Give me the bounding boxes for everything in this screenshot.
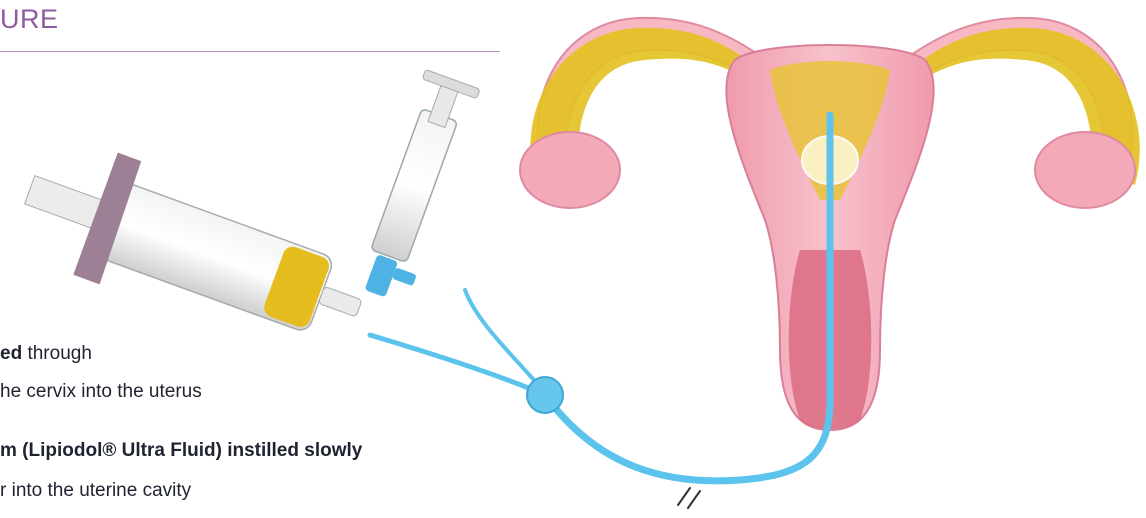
left-ovary [520, 132, 620, 208]
step-2-line: m (Lipiodol® Ultra Fluid) instilled slow… [0, 440, 362, 462]
small-syringe-barrel [371, 109, 458, 263]
step-2-bold: m (Lipiodol® Ultra Fluid) instilled slow… [0, 440, 362, 461]
right-ovary [1035, 132, 1135, 208]
step-1-bold: ed [0, 343, 22, 364]
step-1-text: through [22, 343, 92, 364]
break-mark-2 [688, 491, 700, 508]
oil-syringe-tip [318, 286, 362, 317]
oil-syringe [8, 129, 381, 371]
step-1-line-2: he cervix into the uterus [0, 381, 202, 403]
step-2-line-2: r into the uterine cavity [0, 480, 191, 502]
y-connector [527, 377, 563, 413]
break-mark-1 [678, 488, 690, 505]
stopcock-handle [392, 267, 417, 286]
balloon-syringe [348, 69, 484, 304]
step-1-line: ed through [0, 343, 92, 365]
